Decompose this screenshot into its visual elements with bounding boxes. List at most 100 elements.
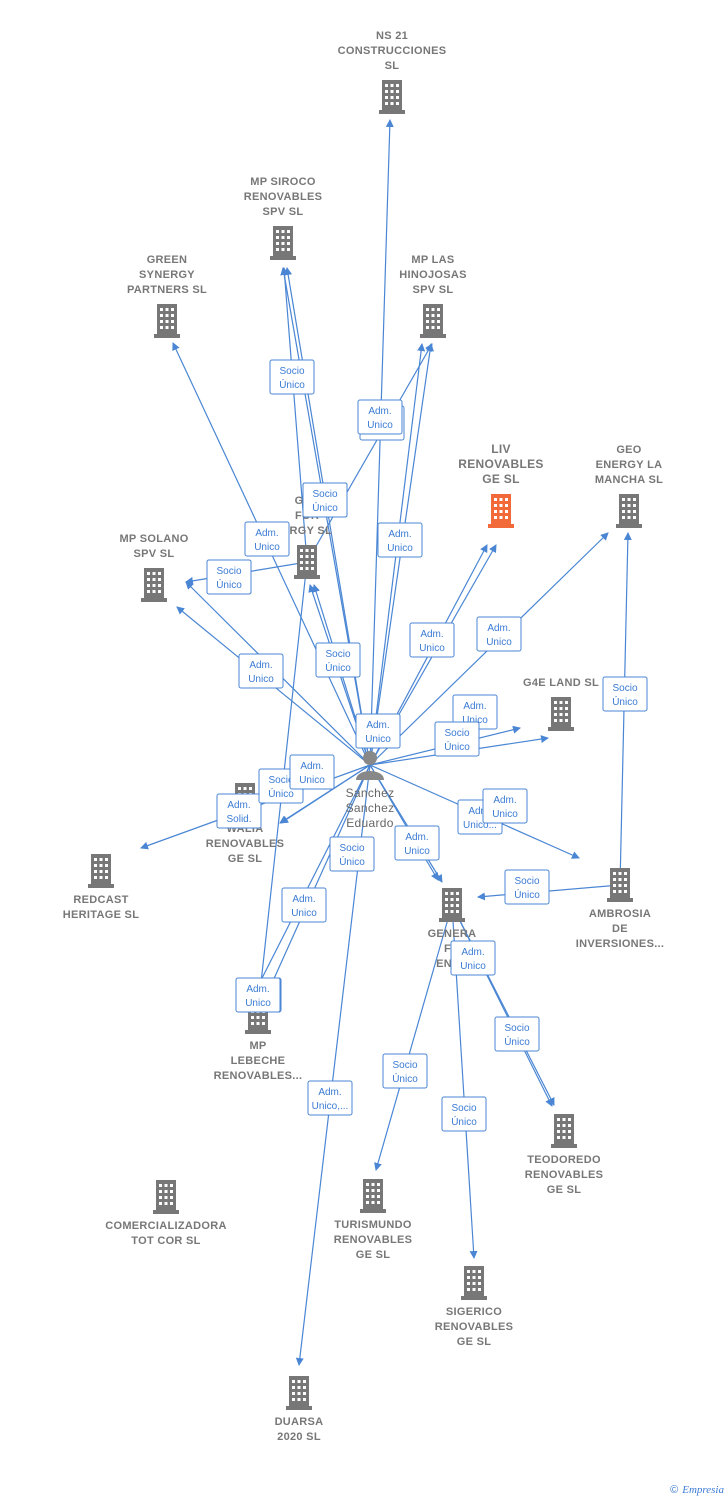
edge-role-text: Socio (268, 775, 293, 786)
node-label-line: GE SL (457, 1336, 492, 1348)
node-label-line: Eduardo (346, 816, 393, 830)
node-g4e[interactable]: G4E LAND SL (523, 677, 599, 731)
building-icon (294, 545, 320, 579)
edge-role-label[interactable]: Adm.Unico (244, 521, 290, 557)
edge-genfor2-to-teodoredo (451, 904, 553, 1107)
edge-role-text: Unico (462, 715, 488, 726)
copyright-symbol: © (670, 1484, 679, 1496)
node-label-line: SIGERICO (446, 1306, 502, 1318)
edge-role-label[interactable]: Adm.Unico (377, 522, 423, 558)
edge-role-text: Unico... (463, 820, 497, 831)
edge-role-text: Adm. (405, 832, 428, 843)
edge-role-label[interactable]: Adm.Unico (394, 825, 440, 861)
node-label-line: MP SIROCO (250, 176, 316, 188)
edge-role-text: Unico (365, 734, 391, 745)
edge-role-text: Socio (504, 1023, 529, 1034)
node-label-line: HINOJOSAS (399, 269, 467, 281)
node-label-line: ERGY SL (282, 525, 332, 537)
edge-role-label[interactable]: Adm.Unico (238, 653, 284, 689)
edge-role-text: Adm. (246, 984, 269, 995)
edge-role-text: Unico (492, 809, 518, 820)
edge-role-label[interactable]: Adm. Unico (482, 788, 528, 824)
node-label-line: 2020 SL (277, 1431, 321, 1443)
edge-role-text: Adm. (493, 795, 516, 806)
edge-role-text: Único (312, 501, 338, 514)
node-duarsa[interactable]: DUARSA 2020 SL (275, 1376, 324, 1443)
building-icon (286, 1376, 312, 1410)
edge-role-text: Único (268, 787, 294, 800)
node-label-line: MP LAS (411, 254, 454, 266)
node-lebeche[interactable]: MPLEBECHERENOVABLES... (214, 1000, 303, 1082)
edge-role-text: Único (392, 1072, 418, 1085)
edge-role-label[interactable]: Adm.Unico (357, 399, 403, 435)
edge-role-label[interactable]: Adm. Unico (235, 977, 281, 1013)
building-icon (153, 1180, 179, 1214)
edge-role-label[interactable]: Adm.Unico,... (307, 1080, 353, 1116)
edge-role-label[interactable]: Adm.Solid. (216, 793, 262, 829)
node-label-line: DUARSA (275, 1416, 324, 1428)
node-label-line: G4E LAND SL (523, 677, 599, 689)
node-label-line: AMBROSIA (589, 908, 651, 920)
node-label-line: INVERSIONES... (576, 938, 665, 950)
edge-role-text: Socio (451, 1103, 476, 1114)
edge-role-text: Unico (419, 643, 445, 654)
footer-brand[interactable]: ©Empresia (670, 1484, 724, 1496)
node-label-line: GE SL (356, 1249, 391, 1261)
edge-role-text: Unico (299, 775, 325, 786)
edge-role-text: Unico (245, 998, 271, 1009)
edge-role-text: Socio (392, 1060, 417, 1071)
edge-role-label[interactable]: Adm.Unico (409, 622, 455, 658)
edge-role-text: Adm. (388, 529, 411, 540)
node-label-line: MP (249, 1040, 266, 1052)
edge-role-label[interactable]: Adm. Unico (355, 713, 401, 749)
node-label-line: RENOVABLES (206, 838, 285, 850)
edge-role-text: Unico (254, 542, 280, 553)
edge-role-text: Socio (279, 366, 304, 377)
edge-role-text: Adm. (300, 761, 323, 772)
edge-role-text: Adm. (227, 800, 250, 811)
edge-role-label[interactable]: Adm.Unico (450, 940, 496, 976)
edge-role-text: Unico (291, 908, 317, 919)
edge-genfor1-to-hinojosas (306, 343, 433, 563)
node-label-line: DE (612, 923, 628, 935)
building-icon (548, 697, 574, 731)
edge-role-label[interactable]: Adm.Unico (476, 616, 522, 652)
edge-role-text: Único (339, 855, 365, 868)
node-ambrosia[interactable]: AMBROSIA DE INVERSIONES... (576, 868, 665, 950)
building-icon (439, 888, 465, 922)
building-icon (360, 1179, 386, 1213)
node-label-line: GENERA (428, 928, 477, 940)
edge-role-text: Adm. (366, 720, 389, 731)
node-label-line: RENOVABLES (525, 1169, 604, 1181)
edge-role-label[interactable]: Adm.Unico (281, 887, 327, 923)
edge-person-to-lebeche (267, 764, 371, 993)
edge-role-text: Unico (486, 637, 512, 648)
edge-role-label[interactable]: Adm. Unico (289, 754, 335, 790)
